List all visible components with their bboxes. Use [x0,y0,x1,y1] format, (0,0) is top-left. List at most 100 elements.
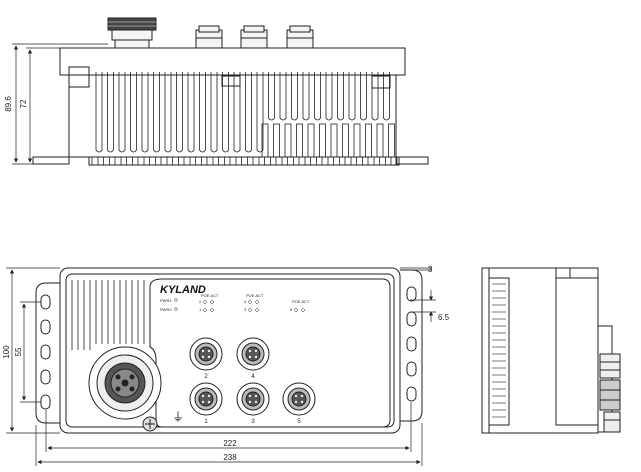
side-fin [256,72,264,153]
mount-hole-l5 [40,394,51,410]
end-heatsink-band [488,277,510,426]
port-label: 4 [251,374,255,380]
side-fin [371,72,379,121]
label-poe-act-2: POE ACT [246,293,264,298]
mount-hole-r5 [406,386,417,402]
ground-screw [142,416,158,432]
label-poe-row-2: 2 [199,299,202,304]
side-m12-connector-1 [195,25,223,49]
side-lower-fin [284,123,292,158]
dim-front-hole-spacing: 55 [14,347,23,356]
side-tooth [379,156,386,166]
front-power-connector [88,346,162,420]
side-lower-fin [365,123,372,158]
side-tooth [367,156,375,166]
front-body-outline [59,267,401,434]
front-left-flange [35,282,60,424]
side-tooth [172,156,179,166]
side-lower-fin [388,123,395,158]
side-clamp-right [371,75,391,89]
dim-mount-hole: 6.5 [438,313,450,322]
side-tooth [126,156,133,166]
dim-front-overall-width: 238 [223,453,237,462]
side-fin [348,72,356,121]
side-tooth [137,156,145,166]
dim-front-inner-width: 222 [223,439,237,448]
port-label: 1 [204,419,208,425]
side-fin [210,72,218,153]
port-label: 2 [204,374,208,380]
side-clamp-left [68,66,90,88]
side-right-flange [395,156,429,165]
led-pwr1 [174,298,178,302]
mount-hole-r4 [406,361,417,377]
side-tooth [333,156,340,166]
dim-mount-offset: 3 [428,265,433,274]
side-tooth [241,156,248,166]
mount-hole-l4 [40,369,51,385]
brand-logo: KYLAND [160,284,206,296]
side-lower-fin [342,123,349,158]
side-tooth [114,156,122,166]
side-fin [360,72,367,121]
side-heatsink-fins [95,72,390,153]
side-fin [130,72,137,153]
side-fin [325,72,333,121]
front-label-panel [149,278,391,428]
side-left-flange [32,156,70,165]
side-fin [314,72,321,121]
label-pwr2: PWR2 [160,307,172,312]
side-tooth [206,156,214,166]
end-view [481,267,621,434]
side-tooth [160,156,168,166]
side-clamp-middle [221,75,241,87]
mount-hole-l3 [40,344,51,360]
side-m12-connector-3 [286,25,314,49]
front-dimensions [6,267,436,466]
led-pwr2 [174,307,178,311]
label-poe-row-5: 5 [290,307,293,312]
side-connectors [107,17,314,49]
poe-leds-group-1 [202,299,215,313]
ground-icon: ⏚ [172,410,184,424]
dim-front-overall-height: 100 [2,345,11,359]
side-view [32,47,429,166]
side-tooth [149,156,156,166]
side-power-connector [107,17,157,49]
m12-port [236,382,270,416]
dim-side-overall-height: 89.6 [4,96,13,112]
side-fin [164,72,172,153]
side-body-outline [59,47,406,158]
side-fin [153,72,160,153]
side-tooth [356,156,363,166]
side-lower-fin [319,123,326,158]
mount-hole-l1 [40,294,51,310]
side-fin [383,72,390,121]
side-tooth [310,156,317,166]
port-label: 3 [251,419,255,425]
mount-hole-r1 [406,286,417,302]
side-lower-fin [296,123,303,158]
label-poe-row-3: 3 [244,307,247,312]
poe-leds-group-2 [247,299,260,313]
side-tooth [344,156,352,166]
label-poe-act-3: POE ACT [292,299,310,304]
side-lower-fin [307,123,315,158]
side-fin [107,72,114,153]
side-fin [118,72,126,153]
side-bottom-teeth [91,123,398,166]
side-fin [95,72,103,153]
side-fin [268,72,275,121]
dim-side-body-height: 72 [19,99,28,108]
label-poe-row-1: 1 [199,307,202,312]
side-lower-fin [376,123,384,158]
side-lower-fin [273,123,280,158]
side-m12-connector-2 [240,25,268,49]
m12-port [236,337,270,371]
side-fin [176,72,183,153]
mount-hole-l2 [40,319,51,335]
side-lower-fin [261,123,269,158]
